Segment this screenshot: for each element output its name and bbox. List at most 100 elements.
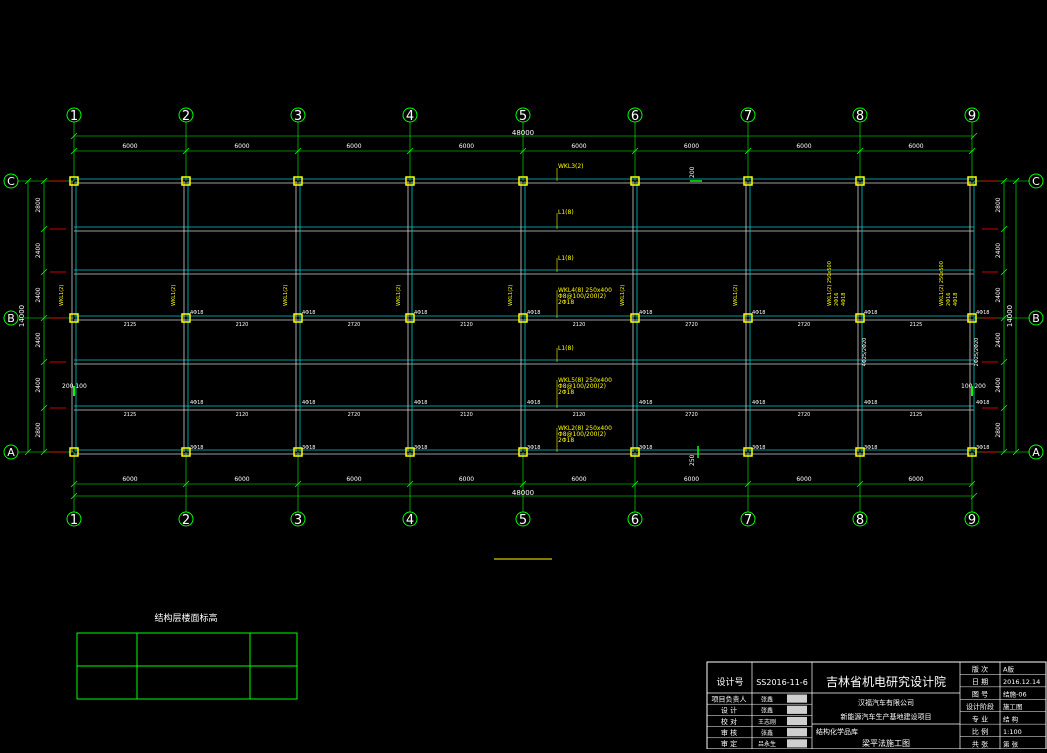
dim-text-v-total: 14000 (1006, 305, 1014, 327)
axis-label: 6 (631, 513, 639, 528)
axis-bubble (1028, 444, 1044, 460)
column (743, 176, 753, 186)
dim-text-v: 2400 (995, 377, 1002, 392)
dim-tick (968, 147, 976, 155)
tb-institute: 吉林省机电研究设计院 (826, 674, 946, 689)
axis-label: 1 (70, 513, 78, 528)
column (69, 313, 79, 323)
dim-tick (70, 147, 78, 155)
dim-text: 6000 (796, 143, 811, 150)
dim-small: 200 (689, 166, 696, 178)
beam-label: 2Φ16 (834, 293, 840, 306)
axis-label: 6 (631, 109, 639, 124)
axis-label: 7 (744, 109, 752, 124)
column-mark: 4Φ18 (864, 310, 877, 316)
beam-label: 4Φ18 (953, 293, 959, 306)
dim-tick (968, 480, 976, 488)
tb-drawing-name: 梁平法施工图 (862, 738, 910, 748)
dim-tick (70, 132, 78, 140)
tb-right-value: 结 构 (1003, 714, 1019, 723)
axis-label: 3 (294, 513, 302, 528)
span-text: 2120 (573, 412, 586, 418)
axis-bubble (740, 511, 756, 527)
axis-bubble (1028, 173, 1044, 189)
span-text: 2120 (460, 412, 473, 418)
tb-name: 张鑫 (761, 695, 773, 703)
span-text: 2720 (798, 412, 811, 418)
axis-bubble (515, 107, 531, 123)
tb-role: 设 计 (721, 706, 737, 715)
dim-text: 6000 (796, 476, 811, 483)
tb-name: 王志刚 (758, 718, 776, 726)
dim-text-v: 2400 (35, 332, 42, 347)
tb-role: 校 对 (721, 717, 737, 726)
table-caption: 结构层楼面标高 (154, 612, 217, 624)
tb-name: 吕永生 (758, 740, 776, 748)
dim-text-v: 2800 (35, 422, 42, 437)
beam-label: WKL4(8) 250x400 (558, 287, 612, 294)
tb-name: 张鑫 (761, 729, 773, 737)
axis-bubble (3, 444, 19, 460)
span-text-v: 4Φ25/2Φ20 (862, 338, 868, 367)
dim-tick (294, 480, 302, 488)
column (855, 447, 865, 457)
tb-name: 张鑫 (761, 707, 773, 715)
axis-label: 8 (856, 513, 864, 528)
column (405, 447, 415, 457)
dim-tick (970, 492, 978, 500)
column (967, 313, 977, 323)
beams (50, 178, 998, 455)
column-mark: 4Φ18 (976, 400, 989, 406)
dim-tick (406, 480, 414, 488)
column (630, 176, 640, 186)
tb-design-no: SS2016-11-6 (756, 678, 808, 687)
column-mark: 4Φ18 (864, 400, 877, 406)
dim-tick (1012, 177, 1020, 185)
column (181, 313, 191, 323)
dim-tick (970, 132, 978, 140)
span-text: 2125 (910, 322, 923, 328)
beam-label: 2Φ16 (946, 293, 952, 306)
column-mark: 3Φ18 (302, 445, 315, 451)
signature-mark (787, 705, 807, 714)
dim-text: 6000 (571, 476, 586, 483)
dim-text-v: 2400 (35, 243, 42, 258)
span-text: 2120 (460, 322, 473, 328)
beam-label: WKL1(2) 250x500 (827, 261, 833, 306)
column (518, 176, 528, 186)
axis-bubble (3, 310, 19, 326)
dim-tick (519, 480, 527, 488)
dim-tick (406, 147, 414, 155)
column (855, 176, 865, 186)
dim-text: 6000 (234, 476, 249, 483)
axis-bubble (515, 511, 531, 527)
column (293, 176, 303, 186)
span-text: 2120 (573, 322, 586, 328)
axis-label: 3 (294, 109, 302, 124)
tb-right-label: 共 张 (972, 739, 988, 748)
dim-tick (744, 480, 752, 488)
column-mark: 4Φ18 (752, 400, 765, 406)
column-mark: 4Φ18 (190, 400, 203, 406)
dim-text: 6000 (684, 476, 699, 483)
dim-tick (40, 404, 48, 412)
dim-tick (519, 147, 527, 155)
dim-text-v: 2800 (35, 197, 42, 212)
axis-bubble (3, 173, 19, 189)
beam-label: 4Φ18 (841, 293, 847, 306)
column (293, 447, 303, 457)
column-mark: 4Φ18 (639, 400, 652, 406)
beam-label: WKL1(2) (508, 285, 514, 306)
axis-bubble (66, 511, 82, 527)
dim-tick (40, 448, 48, 456)
dim-text-v: 2400 (995, 287, 1002, 302)
dim-text-v-total: 14000 (18, 305, 26, 327)
dim-tick (294, 147, 302, 155)
column (967, 447, 977, 457)
axis-bubble (290, 511, 306, 527)
dim-text-v: 2400 (995, 332, 1002, 347)
tb-right-label: 日 期 (972, 678, 988, 686)
columns (69, 176, 977, 457)
